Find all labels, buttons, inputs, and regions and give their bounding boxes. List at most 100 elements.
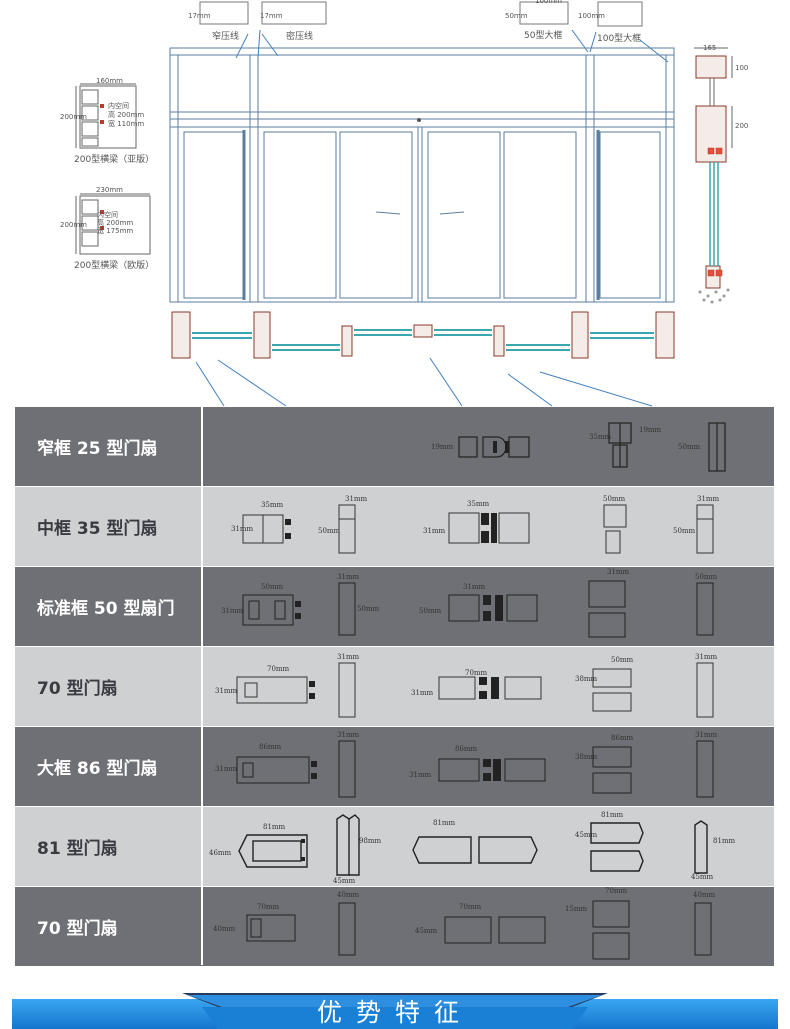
dim-label: 31mm [607, 568, 630, 576]
dim-label: 81mm [601, 811, 624, 819]
label-narrow-strip: 窄压线 [212, 32, 240, 42]
section-banner: 优势特征 [12, 993, 778, 1029]
beam-euro-width: 230mm [96, 186, 123, 194]
beam-euro-note-3: 宽 175mm [97, 227, 134, 235]
door-leaf-spec-table: 窄框 25 型门扇 19mm 35mm 19mm 50mm 中框 35 型门扇 [15, 407, 774, 966]
dim-label: 31mm [337, 653, 360, 661]
beam-euro-caption: 200型横梁（欧版） [74, 261, 155, 271]
beam-asia-width: 160mm [96, 77, 123, 85]
dim-label: 50mm [695, 573, 718, 581]
dim-label: 86mm [455, 745, 478, 753]
side-dim-200: 200 [735, 122, 749, 130]
profile-drawing [694, 902, 712, 956]
dim-label: 31mm [463, 583, 486, 591]
dim-label: 35mm [261, 501, 284, 509]
profile-drawing [588, 580, 626, 638]
dim-label: 46mm [209, 849, 232, 857]
profile-drawing [458, 436, 530, 458]
profile-drawing [448, 594, 538, 622]
profile-drawing [336, 814, 360, 876]
row-title: 81 型门扇 [37, 839, 118, 859]
dim-17mm-a: 17mm [188, 12, 211, 20]
dim-label: 50mm [611, 656, 634, 664]
dim-label: 38mm [575, 675, 598, 683]
profile-drawing [696, 662, 714, 718]
dim-label: 19mm [639, 426, 662, 434]
profile-drawing [412, 836, 538, 864]
profile-cells: 81mm 46mm 98mm 45mm 81mm 81mm 45mm 81mm … [203, 807, 774, 886]
profile-drawing [696, 504, 714, 554]
beam-asia-note-3: 宽 110mm [108, 120, 145, 128]
row-title: 窄框 25 型门扇 [37, 439, 158, 459]
beam-euro-note-2: 高 200mm [97, 219, 134, 227]
dim-label: 31mm [423, 527, 446, 535]
dim-label: 31mm [411, 689, 434, 697]
dim-label: 70mm [605, 887, 628, 895]
dim-label: 86mm [259, 743, 282, 751]
profile-drawing [696, 582, 714, 636]
dim-label: 19mm [431, 443, 454, 451]
profile-drawing [338, 504, 356, 554]
dim-label: 70mm [465, 669, 488, 677]
dim-label: 31mm [215, 687, 238, 695]
banner-shape [12, 993, 778, 1029]
profile-drawing [236, 676, 315, 704]
profile-drawing [236, 756, 317, 784]
dim-label: 81mm [713, 837, 736, 845]
dim-label: 45mm [333, 877, 356, 885]
table-row: 81 型门扇 81mm 46mm 98mm 45mm 81mm 81mm 45m… [15, 807, 774, 886]
label-100-frame: 100型大框 [597, 34, 642, 44]
profile-drawing [696, 740, 714, 798]
profile-drawing [448, 512, 530, 544]
profile-drawing [708, 422, 726, 472]
dim-label: 38mm [575, 753, 598, 761]
table-row: 大框 86 型门扇 86mm 31mm 31mm 86mm 31mm 86mm … [15, 727, 774, 806]
dim-50mm: 50mm [505, 12, 528, 20]
side-dim-165: 165 [703, 44, 717, 52]
beam-euro-height: 200mm [60, 221, 87, 229]
dim-label: 50mm [318, 527, 341, 535]
dim-label: 50mm [678, 443, 701, 451]
dim-label: 31mm [695, 731, 718, 739]
dim-label: 70mm [459, 903, 482, 911]
table-row: 中框 35 型门扇 35mm 31mm 31mm 50mm 35mm 31mm … [15, 487, 774, 566]
dim-label: 50mm [603, 495, 626, 503]
table-row: 标准框 50 型扇门 50mm 31mm 31mm 50mm 31mm 50mm… [15, 567, 774, 646]
dim-100mm-width: 100mm [535, 0, 562, 5]
profile-drawing [338, 740, 356, 798]
profile-cells: 70mm 40mm 40mm 70mm 45mm 70mm 15mm 40mm [203, 887, 774, 966]
dim-label: 70mm [267, 665, 290, 673]
dim-label: 50mm [673, 527, 696, 535]
dim-label: 35mm [589, 433, 612, 441]
profile-drawing [694, 820, 708, 874]
profile-drawing [590, 822, 644, 872]
table-row: 70 型门扇 70mm 31mm 31mm 70mm 31mm 50mm 38m… [15, 647, 774, 726]
profile-drawing [438, 676, 542, 700]
dim-label: 31mm [345, 495, 368, 503]
dim-label: 50mm [419, 607, 442, 615]
dim-label: 45mm [575, 831, 598, 839]
dim-label: 50mm [357, 605, 380, 613]
dim-label: 70mm [257, 903, 280, 911]
dim-label: 81mm [433, 819, 456, 827]
profile-drawing [238, 834, 308, 868]
row-title: 70 型门扇 [37, 679, 118, 699]
beam-asia-note-1: 内空间 [108, 102, 129, 110]
dim-label: 45mm [415, 927, 438, 935]
dim-label: 35mm [467, 500, 490, 508]
row-title: 大框 86 型门扇 [37, 759, 158, 779]
dim-label: 31mm [231, 525, 254, 533]
profile-drawing [592, 746, 632, 794]
profile-drawing [338, 662, 356, 718]
label-50-frame: 50型大框 [524, 31, 563, 41]
profile-drawing [246, 914, 296, 942]
door-elevation-diagram: 17mm 17mm 窄压线 密压线 100mm 50mm 50型大框 100mm… [0, 0, 790, 408]
profile-cells: 50mm 31mm 31mm 50mm 31mm 50mm 31mm 50mm [203, 567, 774, 646]
elevation-drawing [75, 1, 733, 407]
profile-drawing [592, 900, 630, 960]
table-row: 70 型门扇 70mm 40mm 40mm 70mm 45mm 70mm 15m… [15, 887, 774, 966]
dim-label: 31mm [697, 495, 720, 503]
profile-drawing [338, 902, 356, 956]
beam-asia-height: 200mm [60, 113, 87, 121]
label-dense-strip: 密压线 [286, 32, 314, 42]
